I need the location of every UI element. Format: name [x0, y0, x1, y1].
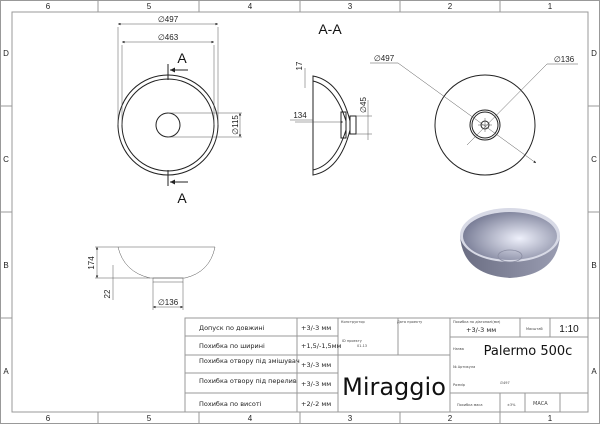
dim-drain: ∅45: [359, 97, 368, 113]
scale-label: Масштаб: [526, 327, 543, 331]
row-label: D: [591, 49, 597, 58]
section-view: A-A 134 17 ∅45: [290, 21, 372, 176]
tol-label: Похибка отвору під перелив: [199, 377, 297, 385]
row-label: A: [591, 367, 597, 376]
col-label: 4: [248, 2, 253, 11]
top-view: ∅497 ∅463 ∅115 A A: [117, 15, 242, 206]
tol-value: +3/-3 мм: [301, 380, 331, 388]
bowl-3d-render: [460, 208, 560, 278]
column-labels-top: 6 5 4 3 2 1: [46, 2, 553, 11]
designer-label: Конструктор: [341, 320, 365, 324]
tol-value: +3/-3 мм: [301, 361, 331, 369]
mass-label: МАСА: [533, 401, 548, 407]
tol-value: +3/-3 мм: [301, 324, 331, 332]
column-labels-bottom: 6 5 4 3 2 1: [46, 414, 553, 423]
dim-foot: 22: [103, 289, 112, 298]
tol-value: +2/-2 мм: [301, 400, 331, 408]
row-label: A: [3, 367, 9, 376]
bottom-view: ∅497 ∅136: [370, 54, 578, 176]
dim-hole-diameter: ∅115: [231, 115, 240, 135]
project-id-label: ID проекту: [342, 339, 362, 343]
col-label: 1: [548, 2, 553, 11]
size-value: ∅497: [500, 381, 510, 385]
dim-bottom-outer: ∅497: [374, 54, 395, 63]
mass-tol-label: Похибка маса: [457, 403, 483, 407]
col-label: 2: [448, 414, 453, 423]
dim-rim: 17: [295, 61, 304, 70]
dim-outer-diameter: ∅497: [158, 15, 179, 24]
col-label: 3: [348, 414, 353, 423]
name-label: Назва: [453, 347, 464, 351]
tol-label: Похибка отвору під змішувач: [199, 357, 300, 365]
col-label: 5: [147, 2, 152, 11]
col-label: 2: [448, 2, 453, 11]
row-label: C: [591, 155, 597, 164]
row-label: D: [3, 49, 9, 58]
row-label: C: [3, 155, 9, 164]
diag-tol-label: Похибка по діагоналі(мм): [453, 320, 501, 324]
brand-logo: Miraggio: [342, 373, 446, 401]
dim-depth: 134: [293, 111, 307, 120]
col-label: 3: [348, 2, 353, 11]
section-mark-bottom: A: [177, 190, 187, 206]
side-view: 174 22 ∅136: [87, 246, 216, 310]
dim-bottom-drain: ∅136: [554, 55, 575, 64]
mass-tol-value: ±3%: [507, 403, 516, 407]
tol-value: +1,5/-1,5мм: [301, 342, 342, 350]
tol-label: Похибка по ширині: [199, 342, 265, 350]
tol-label: Допуск по довжині: [199, 324, 265, 332]
section-mark-top: A: [177, 50, 187, 66]
col-label: 5: [147, 414, 152, 423]
section-title: A-A: [318, 21, 342, 37]
row-label: B: [3, 261, 8, 270]
row-label: B: [591, 261, 596, 270]
product-name: Palermo 500c: [484, 344, 573, 359]
dim-foot-diameter: ∅136: [158, 298, 179, 307]
col-label: 4: [248, 414, 253, 423]
col-label: 1: [548, 414, 553, 423]
title-block: Допуск по довжині +3/-3 мм Похибка по ши…: [184, 317, 589, 413]
diag-tol-value: +3/-3 мм: [466, 326, 496, 334]
dim-height: 174: [87, 256, 96, 270]
tol-label: Похибка по висоті: [199, 400, 262, 408]
scale-value: 1:10: [559, 324, 579, 335]
date-label: Дата проекту: [397, 320, 422, 324]
dim-inner-diameter: ∅463: [158, 33, 179, 42]
col-label: 6: [46, 2, 51, 11]
article-label: № Артикула: [453, 365, 475, 369]
project-id: 01.13: [357, 344, 367, 348]
row-labels: D C B A D C B A: [3, 49, 597, 376]
size-label: Розмір: [453, 383, 466, 387]
col-label: 6: [46, 414, 51, 423]
